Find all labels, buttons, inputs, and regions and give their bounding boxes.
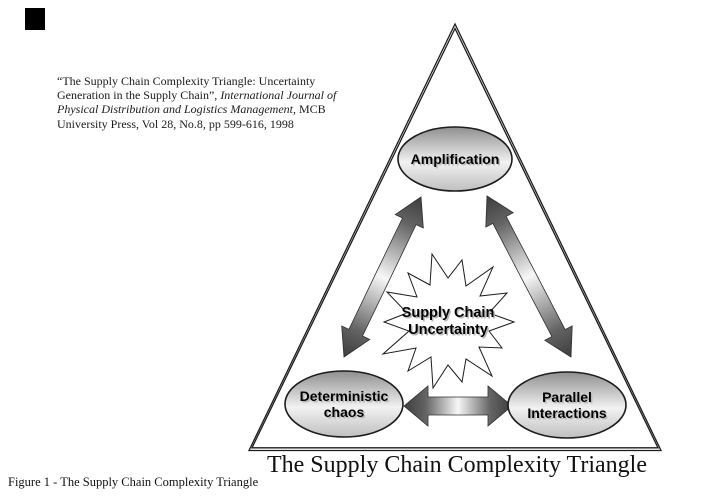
diagram-title: The Supply Chain Complexity Triangle [266, 452, 648, 478]
node-amplification-label: Amplification [410, 151, 500, 167]
node-chaos-ellipse [284, 370, 404, 438]
triangle-outline-outer [247, 22, 663, 452]
node-parallel-label: Parallel Interactions [527, 389, 607, 422]
node-parallel-ellipse [507, 371, 627, 439]
arrow-amplification-chaos [341, 196, 424, 358]
slide-accent-bar [25, 8, 45, 30]
figure-caption: Figure 1 - The Supply Chain Complexity T… [8, 475, 259, 489]
arrow-chaos-parallel [403, 385, 513, 427]
uncertainty-starburst [381, 252, 516, 390]
node-amplification-ellipse [397, 126, 513, 192]
citation-plain-lead: “The Supply Chain Complexity Triangle: U… [57, 74, 316, 103]
node-chaos-label: Deterministic chaos [299, 388, 389, 421]
uncertainty-label: Supply Chain Uncertainty [401, 305, 495, 338]
citation-text: “The Supply Chain Complexity Triangle: U… [57, 74, 365, 131]
arrow-amplification-parallel [485, 195, 573, 358]
citation-journal-italic: International Journal of Physical Distri… [57, 88, 337, 117]
triangle-outline-inner [250, 27, 660, 449]
citation-plain-tail: , MCB University Press, Vol 28, No.8, pp… [57, 102, 326, 131]
